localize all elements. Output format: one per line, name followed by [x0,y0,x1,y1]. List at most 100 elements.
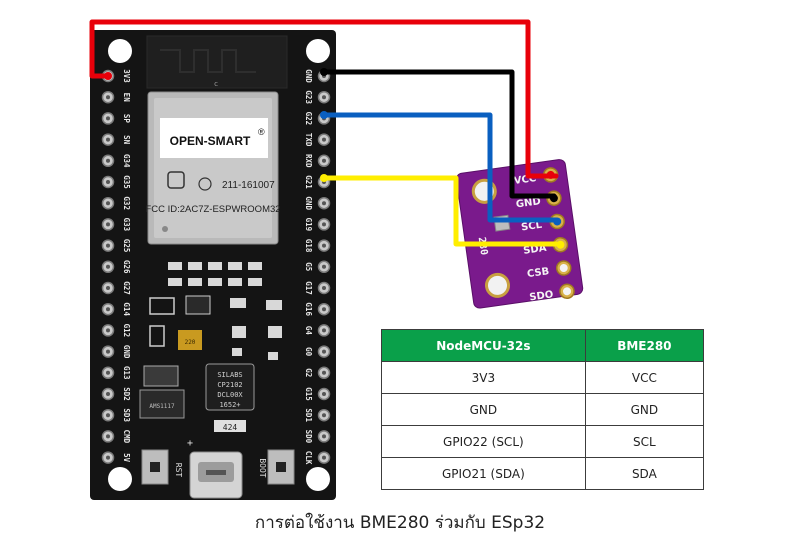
sensor-mount-hole [471,178,497,204]
left-pin-label: 3V3 [122,69,131,83]
table-row: GPIO21 (SDA) SDA [381,457,705,490]
right-pin-label: G19 [304,218,313,232]
mounting-hole [108,467,132,491]
antenna-area [146,35,288,89]
right-pin-header: GNDG23G22TXDRXDG21GNDG19G18G5G17G16G4G0G… [304,69,331,465]
right-pin-label: G15 [304,387,313,401]
left-pin-hole [106,286,110,290]
usb-chip-line: 1652+ [219,401,240,409]
left-pin-hole [106,455,110,460]
sda-wire-end [320,174,328,182]
left-pin-label: GND [122,345,131,359]
usb-chip-line: SILABS [217,371,242,379]
right-pin-label: G22 [304,112,313,126]
table-cell: GPIO21 (SDA) [381,457,586,490]
right-pin-hole [322,286,326,290]
sensor-mount-hole [485,272,511,298]
sensor-pin-hole [559,264,568,273]
fcc-id: FCC ID:2AC7Z-ESPWROOM32 [145,204,280,215]
left-pin-label: G27 [122,281,131,295]
left-pin-label: CMD [122,430,131,444]
cert-code: 211-161007 [222,180,275,191]
left-pin-hole [106,264,110,269]
sensor-pin-label: CSB [526,266,550,280]
boot-label: BOOT [258,458,267,477]
left-pin-label: G35 [122,175,131,189]
left-pin-label: G26 [122,260,131,274]
usb-uart-chip [205,363,255,411]
cap-label: 220 [185,339,196,346]
left-pin-label: 5V [122,453,131,463]
left-pin-hole [106,201,110,206]
right-pin-hole [322,413,326,418]
mounting-hole [306,39,330,63]
sda-wire [321,175,559,247]
left-pin-label: G34 [122,154,131,168]
left-pin-label: G32 [122,196,131,210]
table-cell: SCL [584,425,705,458]
left-pin-hole [106,95,110,100]
table-row: GND GND [381,393,705,426]
gnd-wire-end [320,68,328,76]
right-pin-hole [322,307,326,312]
right-pin-hole [322,95,326,100]
table-header-row: NodeMCU-32s BME280 [381,329,705,362]
right-pin-label: G2 [304,368,313,377]
right-pin-hole [322,434,326,439]
left-pin-hole [106,158,110,163]
right-pin-hole [322,158,326,163]
header-nodemcu: NodeMCU-32s [381,329,586,362]
mounting-hole [108,39,132,63]
rst-label: RST [174,463,183,478]
sensor-pin-hole [556,240,565,249]
header-bme280: BME280 [584,329,705,362]
vcc-wire [89,19,559,179]
scl-wire [321,112,559,223]
left-pin-hole [106,413,110,418]
left-pin-label: SP [122,114,131,124]
module-dot [162,226,168,232]
right-pin-hole [322,264,326,269]
left-pin-hole [106,370,110,375]
right-pin-hole [322,349,326,354]
right-pin-label: G0 [304,347,313,357]
right-pin-hole [322,222,326,227]
right-pin-label: G5 [304,262,313,271]
left-pin-hole [106,434,110,439]
sensor-pin-label: GND [515,196,541,210]
left-pin-hole [106,180,110,184]
left-pin-label: G13 [122,366,131,380]
left-pin-hole [106,116,110,121]
sensor-pin-label: SCL [521,220,544,234]
scl-wire-end [320,111,328,119]
r-mark-icon [198,177,212,191]
right-pin-hole [322,201,326,206]
esp32-board: c OPEN-SMART ® 211-161007 FCC ID:2AC7Z-E… [90,30,336,500]
plus-label: + [187,438,193,449]
table-cell: 3V3 [381,361,586,394]
right-pin-hole [322,455,326,460]
right-pin-label: G17 [304,281,313,295]
vcc-wire-end [104,72,112,80]
right-pin-label: G16 [304,302,313,316]
antenna-mark: c [214,80,218,88]
right-pin-label: G18 [304,239,313,253]
cert-logo [167,171,185,189]
right-pin-label: G23 [304,90,313,104]
left-pin-hole [106,137,110,142]
left-pin-label: SD3 [122,408,131,422]
left-pin-label: G33 [122,218,131,232]
right-pin-hole [322,243,326,248]
regulator-body [139,389,185,419]
left-pin-hole [106,349,110,354]
usb-chip-line: CP2102 [217,381,242,389]
left-pin-hole [106,392,110,396]
left-pin-label: G12 [122,324,131,338]
usb-chip-line: DCL00X [217,391,243,399]
svg-text:424: 424 [223,423,238,432]
table-row: GPIO22 (SCL) SCL [381,425,705,458]
table-cell: VCC [584,361,705,394]
tantalum-capacitor [178,330,202,350]
